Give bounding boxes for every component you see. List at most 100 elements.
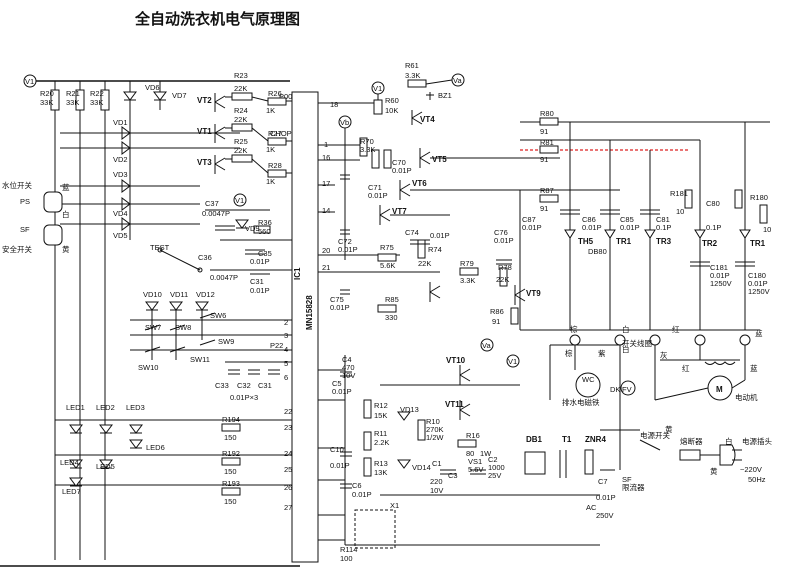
vb-label: Vb bbox=[340, 118, 349, 127]
pin-24: 24 bbox=[284, 449, 292, 458]
r23-label: R23 bbox=[234, 71, 248, 80]
wire-yellow-right: 黄 bbox=[665, 424, 673, 434]
ic-pin-p00: P00 bbox=[279, 92, 292, 101]
diagram-title: 全自动洗衣机电气原理图 bbox=[134, 10, 300, 28]
r13-label: R13 bbox=[374, 459, 388, 468]
c36-value: 0.0047P bbox=[210, 273, 238, 282]
r21-label: R21 bbox=[66, 89, 80, 98]
db1-label: DB1 bbox=[526, 435, 543, 444]
r180-value: 10 bbox=[763, 225, 771, 234]
r60-value: 10K bbox=[385, 106, 398, 115]
plug-label: 电源插头 bbox=[742, 436, 772, 446]
r27-label: R27 bbox=[268, 129, 282, 138]
vt10-label: VT10 bbox=[446, 356, 466, 365]
r23-value: 22K bbox=[234, 84, 247, 93]
r194-label: R194 bbox=[222, 415, 240, 424]
vd5-label: VD5 bbox=[113, 231, 128, 240]
c37-cluster bbox=[157, 209, 292, 275]
v1-label-left: V1 bbox=[25, 77, 34, 86]
sw11-label: SW11 bbox=[190, 355, 210, 364]
r28-value: 1K bbox=[266, 177, 275, 186]
vt5-label: VT5 bbox=[432, 155, 447, 164]
c181-voltage: 1250V bbox=[710, 279, 732, 288]
vt11-label: VT11 bbox=[445, 400, 464, 409]
fuse-label: 熔断器 bbox=[680, 436, 703, 446]
sf-switch bbox=[43, 224, 63, 246]
limiter-label: 限流器 bbox=[622, 482, 645, 492]
ps-wire-white: 白 bbox=[62, 209, 70, 219]
r61-value: 3.3K bbox=[405, 71, 420, 80]
c37-label: C37 bbox=[205, 199, 219, 208]
r86-value: 91 bbox=[492, 317, 500, 326]
c181-value: 0.01P bbox=[710, 271, 730, 280]
c75-value: 0.01P bbox=[330, 303, 350, 312]
wire-brown-2: 棕 bbox=[565, 348, 573, 358]
wire-blue-2: 蓝 bbox=[750, 363, 758, 373]
switch-coil-label: 开关线圈 bbox=[622, 338, 652, 348]
tr2-label: TR2 bbox=[702, 239, 718, 248]
db80-label: DB80 bbox=[588, 247, 607, 256]
ps-wire-blue: 蓝 bbox=[62, 182, 70, 192]
c31-label: C31 bbox=[250, 277, 264, 286]
r20-value: 33K bbox=[40, 98, 53, 107]
r194-value: 150 bbox=[224, 433, 237, 442]
vt9-label: VT9 bbox=[526, 289, 541, 298]
r80-label: R80 bbox=[540, 109, 554, 118]
c74-value: 0.01P bbox=[430, 231, 450, 240]
c4-label: C4 bbox=[342, 355, 352, 364]
r75-label: R75 bbox=[380, 243, 394, 252]
vd14-label: VD14 bbox=[412, 463, 431, 472]
vd1-label: VD1 bbox=[113, 118, 128, 127]
r70-label: R70 bbox=[360, 137, 374, 146]
led2-label: LED2 bbox=[96, 403, 115, 412]
c87-label: C87 bbox=[522, 215, 536, 224]
sw9-label: SW9 bbox=[218, 337, 234, 346]
c87-value: 0.01P bbox=[522, 223, 542, 232]
sf-wire-yellow: 黄 bbox=[62, 244, 70, 254]
c36-label: C36 bbox=[198, 253, 212, 262]
r11-value: 2.2K bbox=[374, 438, 389, 447]
p22-label: P22 bbox=[270, 341, 283, 350]
led7-label: LED7 bbox=[62, 487, 81, 496]
r193-label: R193 bbox=[222, 479, 240, 488]
wc-label: WC bbox=[582, 375, 595, 384]
vt1-label: VT1 bbox=[197, 127, 212, 136]
dk-label: DK bbox=[610, 385, 620, 394]
vd6-label: VD6 bbox=[145, 83, 160, 92]
r180-label: R180 bbox=[750, 193, 768, 202]
vs1-value: 5.6V bbox=[468, 465, 483, 474]
c7-label: C7 bbox=[598, 477, 608, 486]
r192-label: R192 bbox=[222, 449, 240, 458]
sw7-label: SW7 bbox=[145, 323, 161, 332]
c74-label: C74 bbox=[405, 228, 419, 237]
drain-solenoid-label: 排水电磁铁 bbox=[562, 397, 600, 407]
c4-voltage: 10V bbox=[342, 371, 355, 380]
r79-label: R79 bbox=[460, 259, 474, 268]
tr3-label: TR3 bbox=[656, 237, 672, 246]
r87-value: 91 bbox=[540, 204, 548, 213]
c81-value: 0.1P bbox=[656, 223, 671, 232]
wire-red-2: 红 bbox=[682, 363, 690, 373]
wire-brown-1: 棕 bbox=[570, 324, 578, 334]
c2-label: C2 bbox=[488, 455, 498, 464]
r26-label: R26 bbox=[268, 89, 282, 98]
pin-20: 20 bbox=[322, 246, 330, 255]
c7-voltage: 250V bbox=[596, 511, 614, 520]
vd4-label: VD4 bbox=[113, 209, 128, 218]
c80-label: C80 bbox=[706, 199, 720, 208]
c6-value: 0.01P bbox=[352, 490, 372, 499]
wire-white-1: 白 bbox=[622, 324, 630, 334]
c85-value: 0.01P bbox=[620, 223, 640, 232]
c75-label: C75 bbox=[330, 295, 344, 304]
c5-value: 0.01P bbox=[332, 387, 352, 396]
led6-label: LED6 bbox=[146, 443, 165, 452]
c35-value: 0.01P bbox=[250, 257, 270, 266]
r60-label: R60 bbox=[385, 96, 399, 105]
r16-label: R16 bbox=[466, 431, 480, 440]
c86-label: C86 bbox=[582, 215, 596, 224]
vd7-label: VD7 bbox=[172, 91, 187, 100]
test-label: TEST bbox=[150, 243, 170, 252]
r24-value: 22K bbox=[234, 115, 247, 124]
